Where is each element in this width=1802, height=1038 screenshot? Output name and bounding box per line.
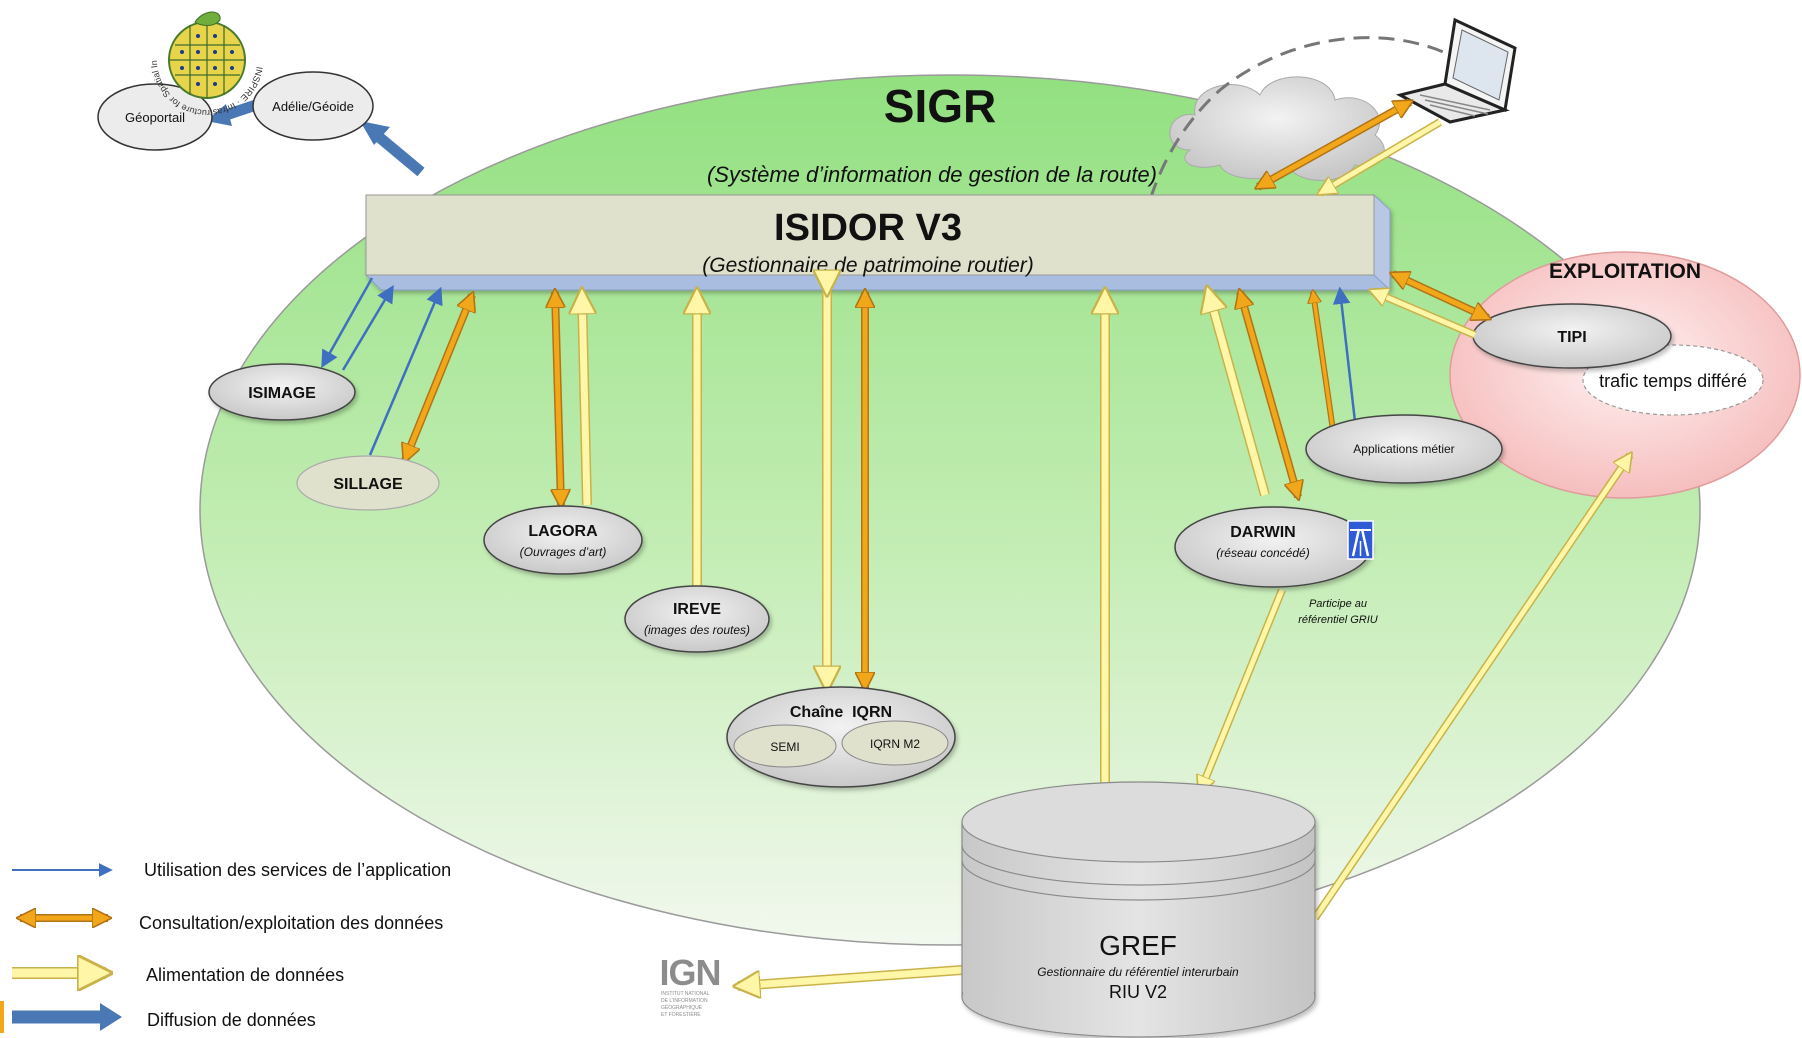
adelie-label: Adélie/Géoide xyxy=(272,99,354,114)
sillage-label: SILLAGE xyxy=(333,476,403,493)
sigr-title: SIGR xyxy=(884,80,996,132)
participe-line1: Participe au xyxy=(1309,598,1367,610)
legend-label-3: Alimentation de données xyxy=(146,965,344,985)
arrow-isidor-to-isimage xyxy=(321,277,374,369)
ign-tagline-1: INSTITUT NATIONAL xyxy=(661,991,710,997)
arrow-laptop-isidor-yellow xyxy=(1320,119,1442,193)
ign-tagline-3: GÉOGRAPHIQUE xyxy=(661,1004,703,1011)
isidor-subtitle: (Gestionnaire de patrimoine routier) xyxy=(702,254,1034,277)
arrow-diffusion-sigr-adelie-head xyxy=(360,121,390,145)
legend-label-2: Consultation/exploitation des données xyxy=(139,913,443,933)
legend-thick-blue-arrow-head xyxy=(100,1003,122,1031)
trafic-label: trafic temps différé xyxy=(1599,371,1747,391)
isidor-bar xyxy=(364,193,1392,292)
arrow-diffusion-sigr-adelie xyxy=(369,127,425,177)
tipi-label: TIPI xyxy=(1557,329,1586,346)
participe-line2: référentiel GRIU xyxy=(1298,614,1378,626)
legend: Utilisation des services de l’applicatio… xyxy=(0,860,451,1033)
arrow-gref-exploitation-yellow xyxy=(1312,455,1630,920)
ign-tagline-4: ET FORESTIÈRE xyxy=(661,1011,701,1018)
ireve-sublabel: (images des routes) xyxy=(644,623,750,637)
laptop-icon xyxy=(1395,17,1517,124)
legend-orange-marker xyxy=(0,1001,4,1033)
sigr-subtitle: (Système d’information de gestion de la … xyxy=(707,162,1157,187)
semi-node xyxy=(733,724,837,768)
legend-label-4: Diffusion de données xyxy=(147,1010,316,1030)
arrow-lagora-isidor-yellow xyxy=(582,292,587,506)
isimage-node xyxy=(208,363,356,421)
arrow-isimage-to-isidor xyxy=(341,284,394,371)
adelie-node xyxy=(252,71,374,141)
arrow-darwin-gref-yellow xyxy=(1200,589,1285,792)
arrow-gref-ign-yellow xyxy=(738,966,963,986)
chaine-iqrn-label: Chaîne IQRN xyxy=(790,704,892,721)
geoportail-label: Géoportail xyxy=(125,110,185,125)
darwin-label: DARWIN xyxy=(1230,524,1295,541)
motorway-sign-icon xyxy=(1347,520,1374,560)
gref-version: RIU V2 xyxy=(1109,982,1167,1002)
arrow-diffusion-adelie-geoportail-head xyxy=(206,104,232,126)
geoportail-node xyxy=(97,83,213,151)
cloud-icon xyxy=(1169,76,1385,181)
arrow-lagora-isidor-orange xyxy=(555,292,561,505)
gref-title: GREF xyxy=(1099,930,1177,961)
ireve-node xyxy=(624,585,770,653)
lagora-label: LAGORA xyxy=(528,523,598,540)
arrow-laptop-isidor-orange xyxy=(1258,102,1410,187)
ireve-label: IREVE xyxy=(673,601,721,618)
exploitation-title: EXPLOITATION xyxy=(1549,260,1701,283)
legend-label-1: Utilisation des services de l’applicatio… xyxy=(144,860,451,880)
arrow-darwin-isidor-orange xyxy=(1240,292,1298,497)
dashed-network-link xyxy=(1134,36,1486,242)
isidor-title: ISIDOR V3 xyxy=(774,207,962,249)
arrow-sillage-isidor-orange-fill xyxy=(405,295,472,460)
isimage-label: ISIMAGE xyxy=(248,385,316,402)
gref-subtitle: Gestionnaire du référentiel interurbain xyxy=(1037,965,1239,979)
gref-database-cylinder xyxy=(961,781,1316,1038)
lagora-node xyxy=(483,505,643,575)
applications-metier-node xyxy=(1305,414,1503,484)
iqrn-m2-node xyxy=(841,720,949,766)
ign-logo: IGN INSTITUT NATIONAL DE L’INFORMATION G… xyxy=(659,952,721,1018)
ign-tagline-2: DE L’INFORMATION xyxy=(661,998,708,1004)
applications-metier-label: Applications métier xyxy=(1353,442,1454,456)
arrow-tipi-isidor-orange xyxy=(1393,274,1488,318)
sillage-node xyxy=(296,455,440,511)
iqrn-m2-label: IQRN M2 xyxy=(870,737,920,751)
ign-logo-text: IGN xyxy=(659,952,720,993)
lagora-sublabel: (Ouvrages d’art) xyxy=(520,545,607,559)
darwin-sublabel: (réseau concédé) xyxy=(1216,546,1309,560)
semi-label: SEMI xyxy=(770,740,799,754)
